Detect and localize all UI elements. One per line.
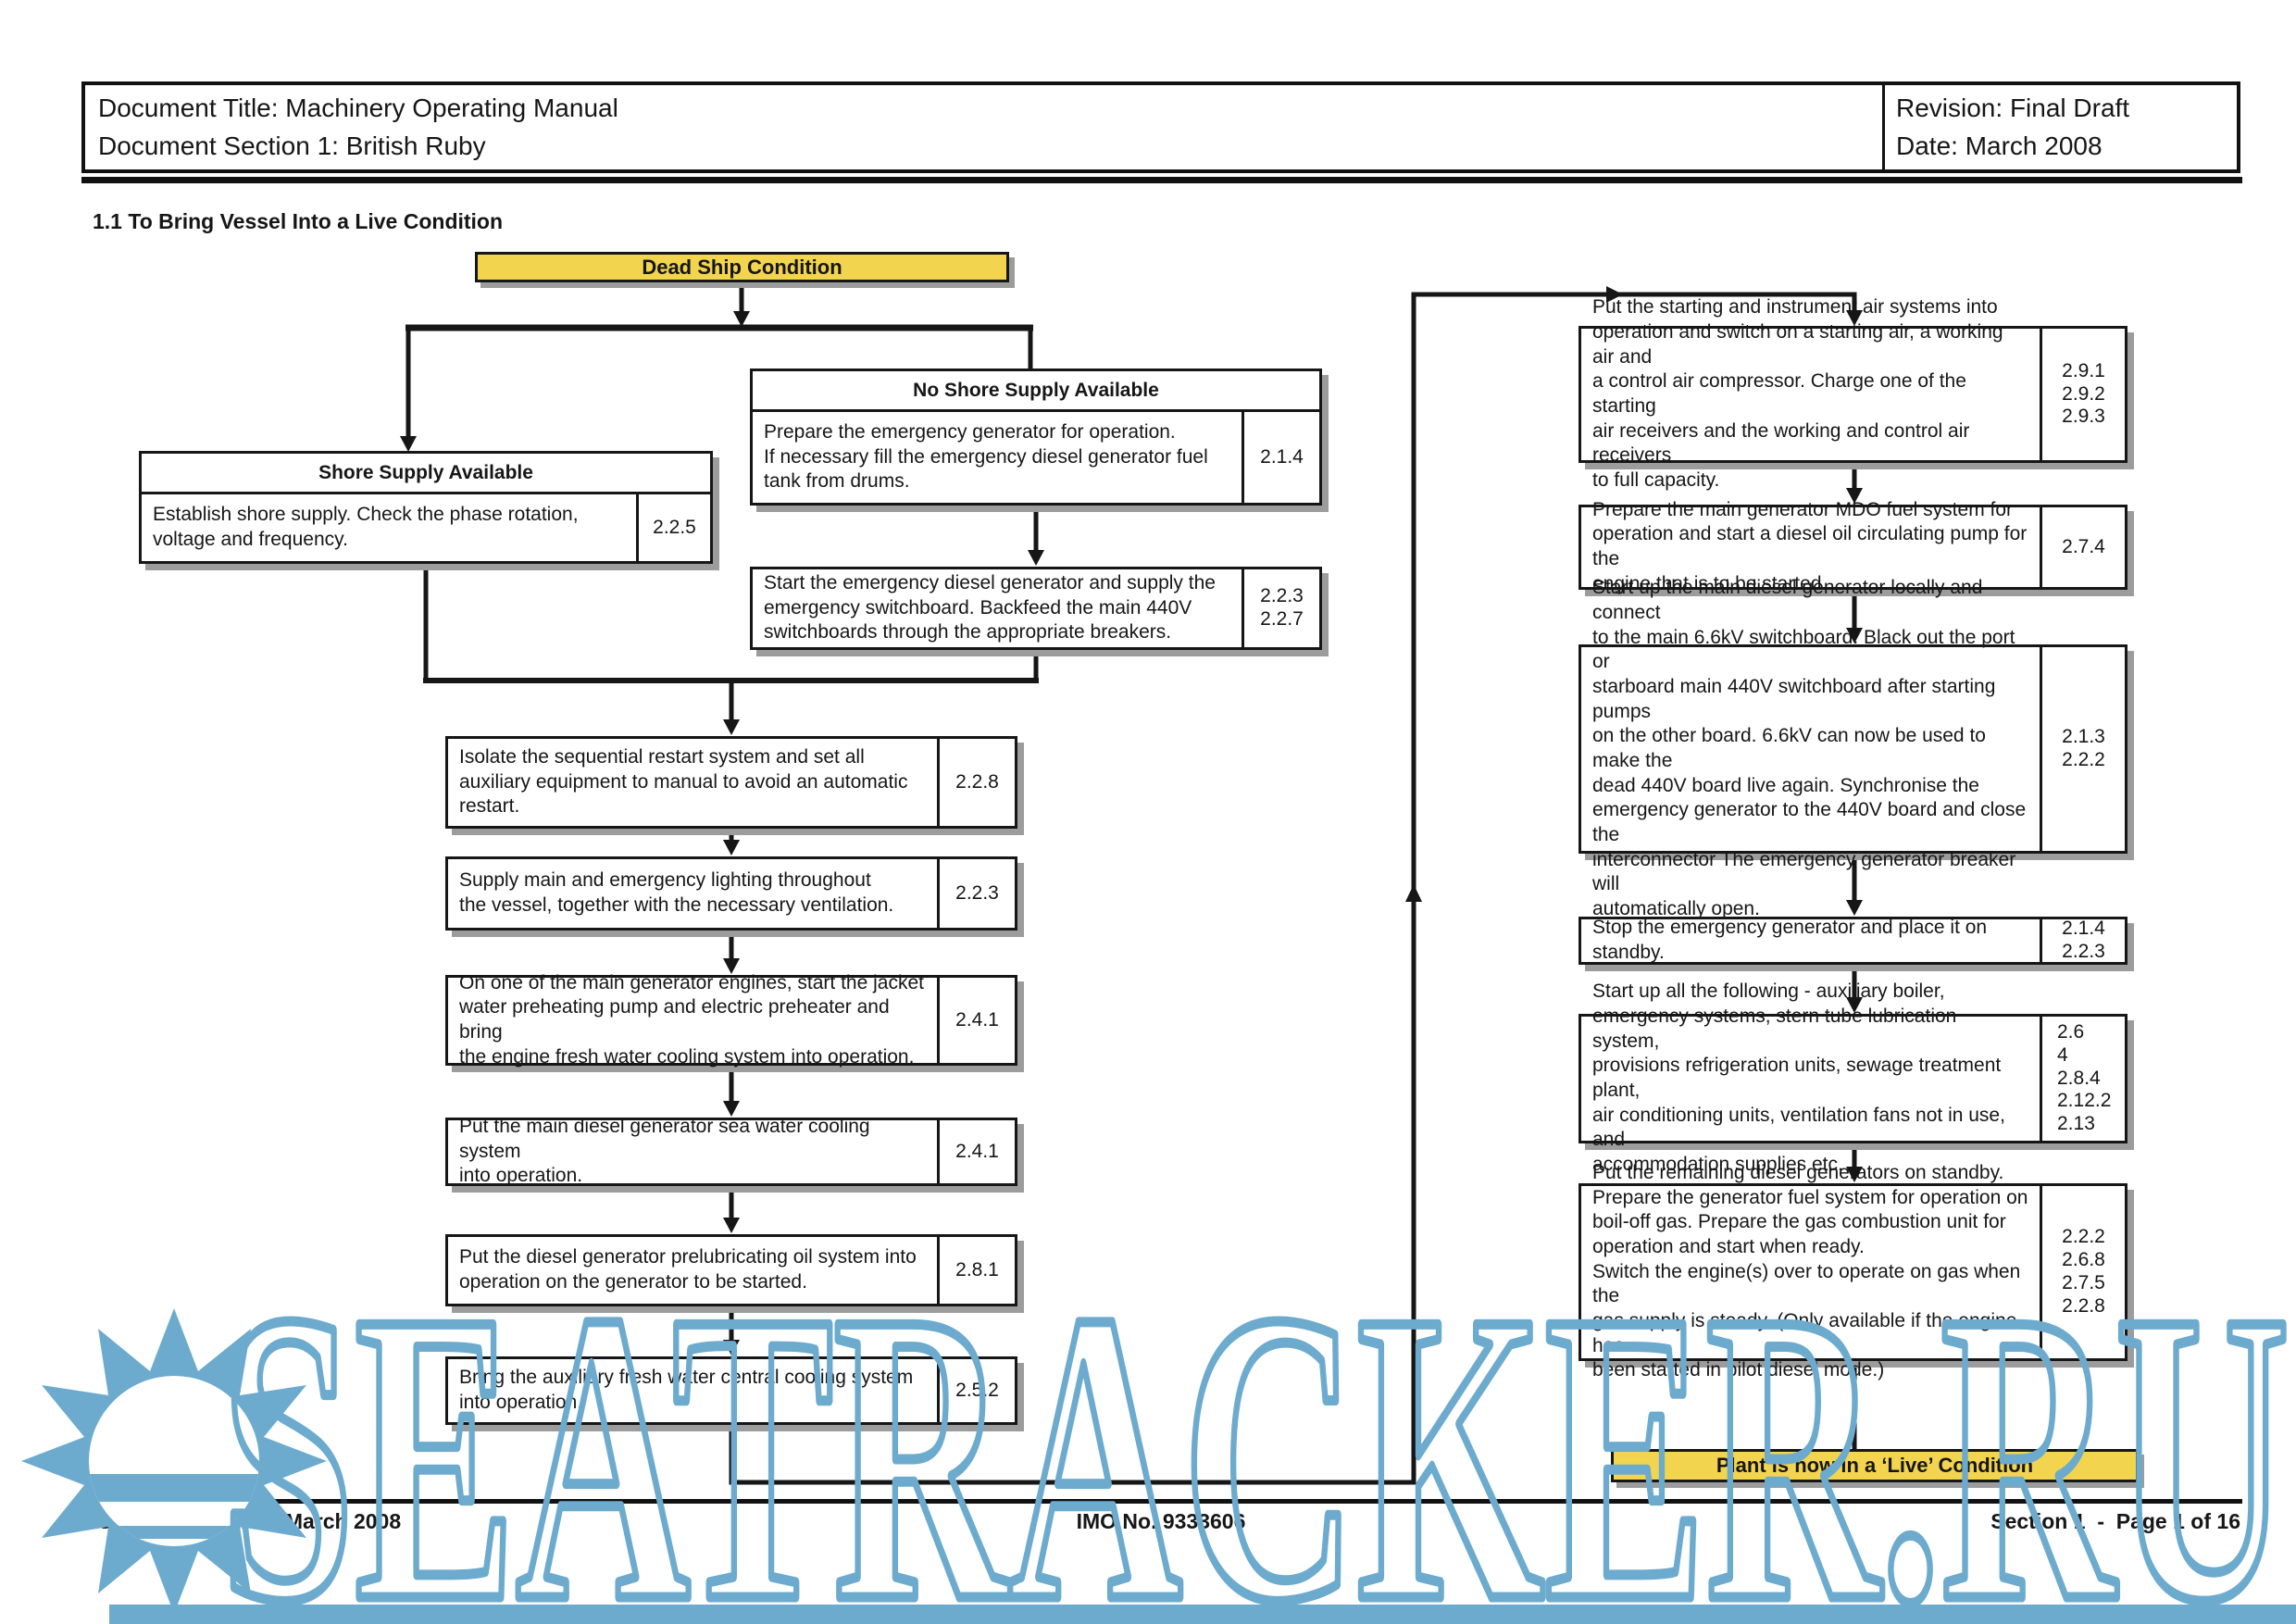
step-ref: 2.9.1 2.9.2 2.9.3 bbox=[2040, 329, 2125, 460]
step-text: Put the starting and instrument air syst… bbox=[1592, 296, 2003, 491]
plant-live-condition-box: Plant is now in a ‘Live’ Condition bbox=[1611, 1449, 2139, 1482]
step-isolate-restart-box: Isolate the sequential restart system an… bbox=[445, 736, 1017, 829]
step-start-up-all-systems-box: Start up all the following - auxiliary b… bbox=[1578, 981, 2128, 1175]
step-jacket-water-box: On one of the main generator engines, st… bbox=[445, 971, 1017, 1068]
shore-supply-title: Shore Supply Available bbox=[142, 454, 710, 494]
step-ref: 2.4.1 bbox=[937, 978, 1015, 1063]
step-ref: 2.5.2 bbox=[937, 1359, 1015, 1422]
step-lighting-box: Supply main and emergency lighting throu… bbox=[445, 856, 1017, 931]
step-text: Start up all the following - auxiliary b… bbox=[1592, 981, 2005, 1175]
footer-issue: Issue: Final Draft - March 2008 bbox=[81, 1509, 402, 1533]
no-shore-supply-text: Prepare the emergency generator for oper… bbox=[764, 421, 1208, 493]
revision-label: Revision: Final Draft bbox=[1896, 94, 2130, 122]
footer-page: Section 1 - Page 1 of 16 bbox=[1990, 1509, 2240, 1533]
step-text: Put the diesel generator prelubricating … bbox=[459, 1246, 917, 1293]
dead-ship-condition-box: Dead Ship Condition bbox=[475, 252, 1009, 282]
start-emergency-generator-text: Start the emergency diesel generator and… bbox=[764, 572, 1216, 643]
step-ref: 2.7.4 bbox=[2040, 507, 2125, 587]
step-starting-air-box: Put the starting and instrument air syst… bbox=[1578, 296, 2128, 491]
section-heading: 1.1 To Bring Vessel Into a Live Conditio… bbox=[93, 209, 504, 233]
shore-supply-text: Establish shore supply. Check the phase … bbox=[153, 504, 579, 550]
step-aux-fresh-water-box: Bring the auxiliary fresh water central … bbox=[445, 1356, 1017, 1425]
step-ref: 2.2.2 2.6.8 2.7.5 2.2.8 bbox=[2040, 1186, 2125, 1358]
document-title: Document Title: Machinery Operating Manu… bbox=[98, 94, 618, 122]
step-text: On one of the main generator engines, st… bbox=[459, 971, 924, 1068]
step-text: Put the main diesel generator sea water … bbox=[459, 1116, 870, 1187]
dead-ship-condition-label: Dead Ship Condition bbox=[642, 255, 842, 279]
shore-supply-box: Shore Supply Available Establish shore s… bbox=[139, 451, 713, 564]
footer-imo: IMO No. 9333606 bbox=[1076, 1509, 1246, 1533]
date-label: Date: March 2008 bbox=[1896, 131, 2103, 160]
footer-rule bbox=[79, 1499, 2242, 1504]
step-ref: 2.4.1 bbox=[937, 1120, 1015, 1183]
step-stop-emergency-generator-box: Stop the emergency generator and place i… bbox=[1578, 917, 2128, 965]
step-ref: 2.6 4 2.8.4 2.12.2 2.13 bbox=[2040, 1017, 2125, 1141]
header-rule bbox=[81, 177, 2242, 183]
step-text: Supply main and emergency lighting throu… bbox=[459, 869, 894, 916]
header-left-cell: Document Title: Machinery Operating Manu… bbox=[85, 85, 1882, 169]
step-mdo-fuel-box: Prepare the main generator MDO fuel syst… bbox=[1578, 498, 2128, 594]
document-header: Document Title: Machinery Operating Manu… bbox=[81, 81, 2240, 173]
plant-live-condition-label: Plant is now in a ‘Live’ Condition bbox=[1716, 1454, 2034, 1477]
step-prelubricating-oil-box: Put the diesel generator prelubricating … bbox=[445, 1234, 1017, 1306]
no-shore-supply-ref: 2.1.4 bbox=[1242, 412, 1319, 503]
header-right-cell: Revision: Final Draft Date: March 2008 bbox=[1882, 85, 2237, 169]
step-start-main-generator-box: Start up the main diesel generator local… bbox=[1578, 577, 2128, 919]
step-sea-water-cooling-box: Put the main diesel generator sea water … bbox=[445, 1116, 1017, 1187]
document-footer: Issue: Final Draft - March 2008 IMO No. … bbox=[81, 1509, 2240, 1534]
step-text: Isolate the sequential restart system an… bbox=[459, 746, 908, 818]
step-text: Stop the emergency generator and place i… bbox=[1592, 917, 1988, 963]
step-text: Bring the auxiliary fresh water central … bbox=[459, 1367, 914, 1413]
step-ref: 2.1.3 2.2.2 bbox=[2040, 647, 2125, 851]
no-shore-supply-title: No Shore Supply Available bbox=[753, 371, 1319, 412]
start-emergency-generator-box: Start the emergency diesel generator and… bbox=[750, 567, 1322, 650]
step-ref: 2.2.8 bbox=[937, 739, 1015, 826]
no-shore-supply-box: No Shore Supply Available Prepare the em… bbox=[750, 369, 1322, 506]
step-text: Prepare the main generator MDO fuel syst… bbox=[1592, 498, 2028, 594]
step-ref: 2.1.4 2.2.3 bbox=[2040, 918, 2125, 962]
document-section: Document Section 1: British Ruby bbox=[98, 131, 486, 160]
step-ref: 2.8.1 bbox=[937, 1237, 1015, 1304]
start-emergency-generator-ref: 2.2.3 2.2.7 bbox=[1242, 569, 1319, 647]
shore-supply-ref: 2.2.5 bbox=[636, 494, 710, 561]
step-ref: 2.2.3 bbox=[937, 859, 1015, 928]
step-text: Start up the main diesel generator local… bbox=[1592, 577, 2027, 919]
